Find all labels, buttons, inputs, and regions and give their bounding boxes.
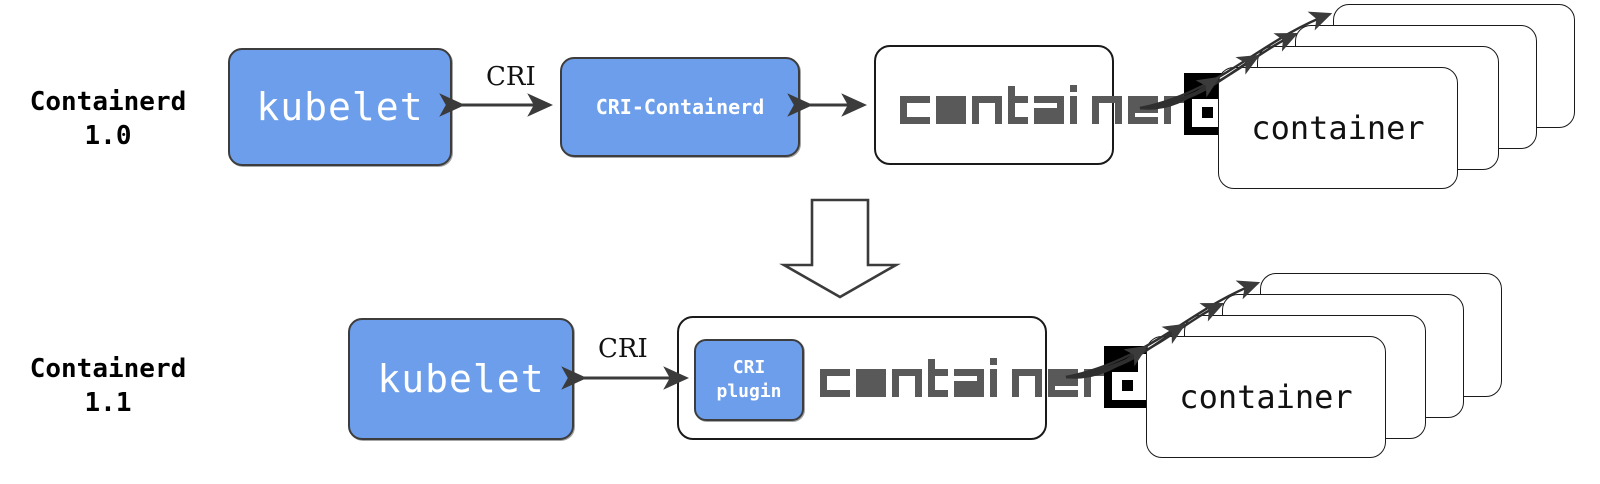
edge-label-cri-bottom: CRI — [598, 334, 648, 364]
node-kubelet-top-label: kubelet — [256, 85, 424, 129]
node-cri-containerd[interactable]: CRI-Containerd — [560, 57, 800, 157]
node-cri-containerd-label: CRI-Containerd — [595, 95, 765, 119]
node-kubelet-bottom-label: kubelet — [377, 357, 545, 401]
container-card-bottom-label: container — [1179, 378, 1353, 416]
containerd-logo-top — [898, 73, 1240, 135]
container-card-1-top[interactable]: container — [1218, 67, 1458, 189]
node-cri-plugin-label: CRI plugin — [716, 357, 782, 402]
containerd-logo-bottom — [818, 346, 1160, 408]
row-label-containerd-1-1: Containerd 1.1 — [29, 354, 187, 418]
container-card-top-label: container — [1251, 109, 1425, 147]
edge-label-cri-top: CRI — [486, 62, 536, 92]
down-block-arrow-icon — [779, 198, 901, 299]
container-card-1-bottom[interactable]: container — [1146, 336, 1386, 458]
node-cri-plugin[interactable]: CRI plugin — [694, 339, 804, 421]
node-kubelet-top[interactable]: kubelet — [228, 48, 452, 166]
node-kubelet-bottom[interactable]: kubelet — [348, 318, 574, 440]
row-label-containerd-1-0: Containerd 1.0 — [29, 87, 187, 151]
